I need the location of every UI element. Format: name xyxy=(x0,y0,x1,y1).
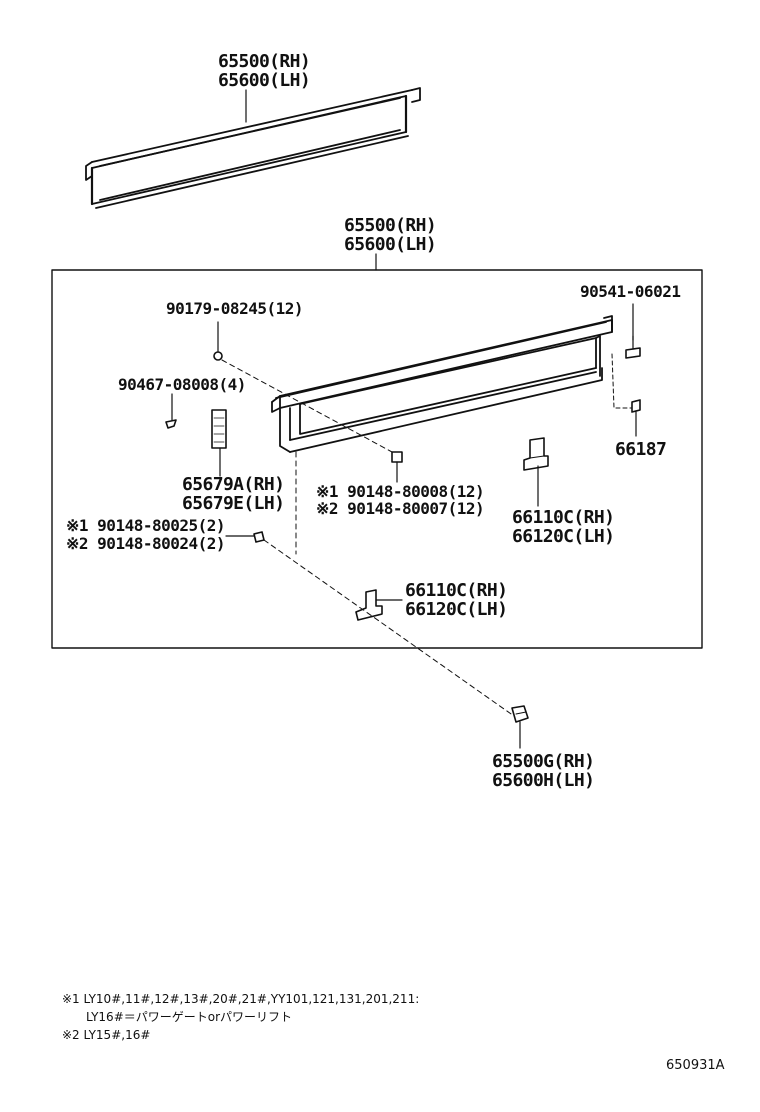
label-stopper-lh: 65600H(LH) xyxy=(492,770,595,791)
stopper-65500g-drawing xyxy=(511,705,529,723)
footnote-2: ※2 LY15#,16# xyxy=(62,1028,151,1042)
label-bracket-lower-lh: 66120C(LH) xyxy=(405,599,508,620)
footnote-1-line-2: LY16#＝パワーゲートorパワーリフト xyxy=(86,1010,293,1024)
label-box-panel-rh: 65500(RH) xyxy=(344,215,437,236)
label-stopper-rh: 65500G(RH) xyxy=(492,751,595,772)
clip-90467-drawing xyxy=(165,419,177,429)
label-retainer-66187: 66187 xyxy=(615,439,667,460)
label-screw-b2: ※2 90148-80024(2) xyxy=(66,534,226,553)
bolt-90179-drawing xyxy=(213,351,223,361)
screw-90148-b-drawing xyxy=(253,531,265,543)
label-clip-90467: 90467-08008(4) xyxy=(118,375,246,394)
label-screw-a2: ※2 90148-80007(12) xyxy=(316,499,485,518)
label-clip-90541: 90541-06021 xyxy=(580,282,681,301)
bracket-lower-drawing xyxy=(355,589,383,621)
label-screw-b1: ※1 90148-80025(2) xyxy=(66,516,226,535)
diagram-reference-code: 650931A xyxy=(666,1058,725,1073)
label-box-panel-lh: 65600(LH) xyxy=(344,234,437,255)
label-pad-rh: 65679A(RH) xyxy=(182,474,285,495)
pad-65679-drawing xyxy=(211,409,227,449)
retainer-66187-drawing xyxy=(631,399,641,437)
detail-box xyxy=(51,269,703,649)
label-bracket-right-rh: 66110C(RH) xyxy=(512,507,615,528)
dashed-90179 xyxy=(221,359,393,453)
dashed-screw-b xyxy=(263,539,515,717)
box-side-panel xyxy=(271,315,613,453)
label-top-panel-lh: 65600(LH) xyxy=(218,70,311,91)
dashed-66187 xyxy=(611,353,633,409)
footnote-1-line-1: ※1 LY10#,11#,12#,13#,20#,21#,YY101,121,1… xyxy=(62,992,420,1006)
top-side-panel xyxy=(85,87,421,209)
label-top-panel-rh: 65500(RH) xyxy=(218,51,311,72)
label-bracket-right-lh: 66120C(LH) xyxy=(512,526,615,547)
label-bolt-90179: 90179-08245(12) xyxy=(166,299,304,318)
bracket-right-drawing xyxy=(523,437,549,471)
label-pad-lh: 65679E(LH) xyxy=(182,493,285,514)
label-screw-a1: ※1 90148-80008(12) xyxy=(316,482,485,501)
label-bracket-lower-rh: 66110C(RH) xyxy=(405,580,508,601)
screw-90148-a-drawing xyxy=(391,451,403,463)
